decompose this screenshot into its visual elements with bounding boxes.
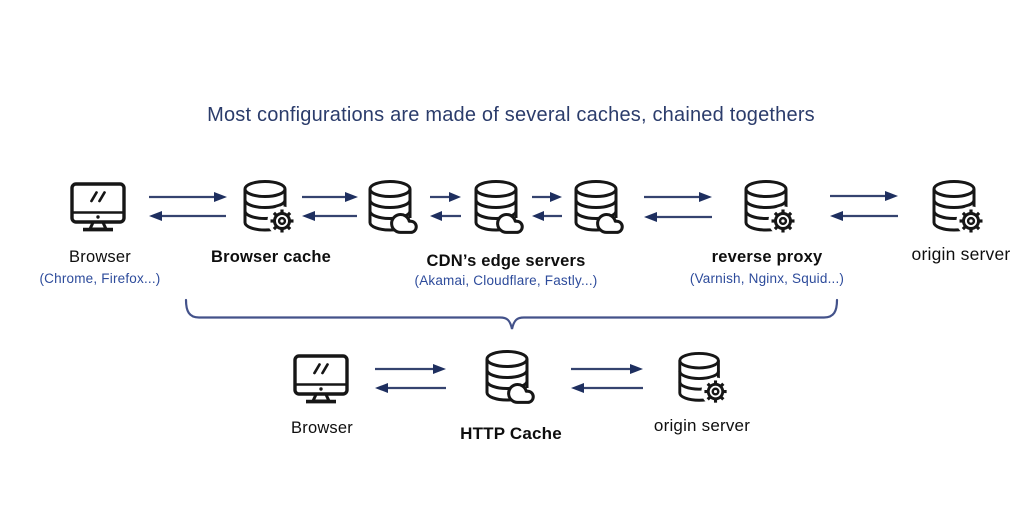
origin-server-database-gear-icon [674,350,730,408]
origin-server-database-gear-icon [928,178,986,238]
arrow-pair-proxy-origin [830,191,898,221]
reverse-proxy-label: reverse proxy [711,248,823,266]
cdn-edge-servers-label: CDN’s edge servers [426,252,586,270]
browser-cache-label: Browser cache [211,248,331,266]
http-cache-database-cloud-icon [481,348,539,408]
origin-server-label: origin server [911,244,1011,264]
browser-label: Browser [69,248,131,266]
browser-monitor-icon [70,182,126,232]
arrow-pair-cdn1-cdn2 [430,192,461,221]
browser-sublabel: (Chrome, Firefox...) [39,271,161,286]
reverse-proxy-sublabel: (Varnish, Nginx, Squid...) [689,271,845,286]
cdn-database-cloud-icon [470,178,528,238]
cdn-database-cloud-icon [570,178,628,238]
origin-server-label: origin server [653,416,751,435]
grouping-brace [184,298,839,330]
arrow-pair-cdn2-cdn3 [532,192,562,221]
arrow-pair-httpcache-origin [571,364,643,393]
http-cache-label: HTTP Cache [460,424,562,443]
diagram-title: Most configurations are made of several … [207,104,815,126]
cdn-edge-servers-sublabel: (Akamai, Cloudflare, Fastly...) [414,273,598,288]
arrow-pair-cdn-proxy [644,192,712,222]
arrow-pair-browser-httpcache [375,364,446,393]
browser-monitor-icon [293,354,349,404]
arrow-pair-cache-cdn [302,192,358,221]
browser-cache-database-gear-icon [239,178,297,238]
cdn-database-cloud-icon [364,178,422,238]
arrow-pair-browser-cache [149,192,227,221]
reverse-proxy-database-gear-icon [740,178,798,238]
browser-label: Browser [291,419,353,437]
